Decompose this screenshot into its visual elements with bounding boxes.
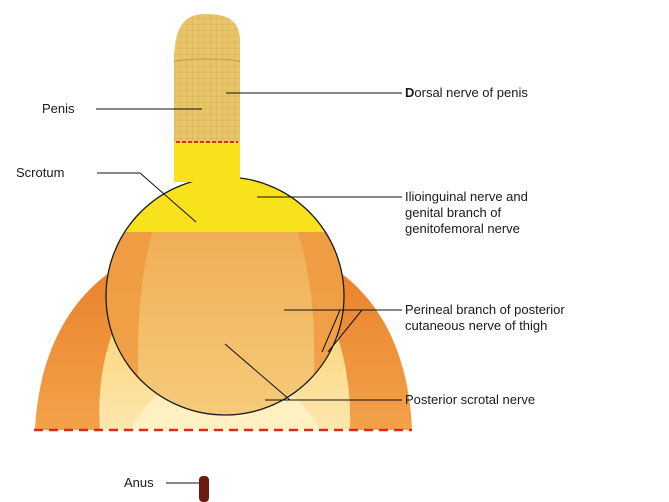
anus-marker	[199, 476, 209, 502]
anus-label: Anus	[124, 475, 154, 490]
ilioinguinal-label-line-3: genitofemoral nerve	[405, 221, 520, 236]
penis-label: Penis	[42, 101, 75, 116]
perineal-label-line-2: cutaneous nerve of thigh	[405, 318, 547, 333]
penis	[174, 14, 240, 182]
perineal-label-line-1: Perineal branch of posterior	[405, 302, 565, 317]
dorsal-nerve-label: Dorsal nerve of penis	[405, 85, 528, 100]
posterior-scrotal-label: Posterior scrotal nerve	[405, 392, 535, 407]
ilioinguinal-label-line-2: genital branch of	[405, 205, 502, 220]
ilioinguinal-label-line-1: Ilioinguinal nerve and	[405, 189, 528, 204]
scrotum-label: Scrotum	[16, 165, 64, 180]
